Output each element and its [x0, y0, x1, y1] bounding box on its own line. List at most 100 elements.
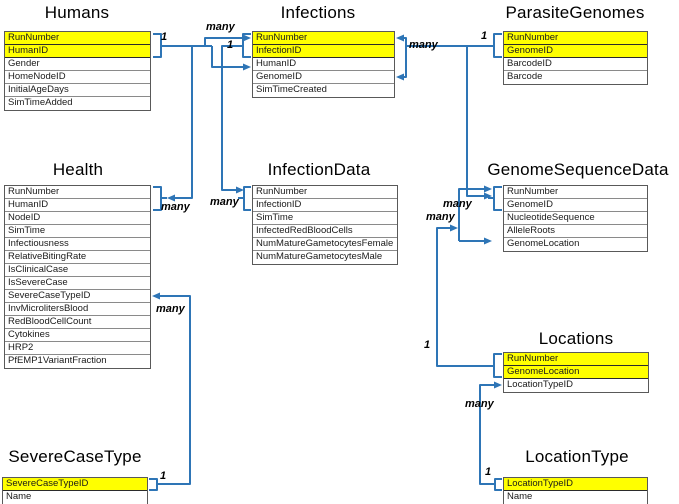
field-row-infection-data: NumMatureGametocytesMale — [253, 251, 397, 264]
field-row-infection-data: NumMatureGametocytesFemale — [253, 238, 397, 251]
field-row-infections: GenomeID — [253, 71, 394, 84]
field-row-health: HRP2 — [5, 342, 150, 355]
key-bracket-locations — [488, 353, 502, 378]
field-row-parasite-genomes: Barcode — [504, 71, 647, 84]
field-row-infection-data: SimTime — [253, 212, 397, 225]
arrowhead — [484, 192, 492, 200]
relation-humans-infections-health — [167, 37, 244, 199]
field-row-infection-data: RunNumber — [253, 186, 397, 199]
field-row-parasite-genomes: BarcodeID — [504, 58, 647, 71]
field-row-health: IsSevereCase — [5, 277, 150, 290]
field-row-infection-data: InfectedRedBloodCells — [253, 225, 397, 238]
table-title-parasite-genomes: ParasiteGenomes — [505, 3, 645, 22]
cardinality-label-infection-data-many: many — [210, 196, 239, 208]
cardinality-label-gsd-many-inner: many — [443, 198, 472, 210]
field-row-health: SevereCaseTypeID — [5, 290, 150, 303]
field-row-health: RedBloodCellCount — [5, 316, 150, 329]
cardinality-label-infections-one: 1 — [227, 39, 234, 51]
cardinality-label-infections-many-top: many — [206, 21, 235, 33]
arrowhead — [243, 63, 251, 71]
field-row-genome-sequence-data: RunNumber — [504, 186, 647, 199]
key-bracket-location-type — [489, 478, 502, 491]
table-title-humans: Humans — [44, 3, 110, 22]
field-row-genome-sequence-data: AlleleRoots — [504, 225, 647, 238]
field-row-locations: RunNumber — [504, 353, 648, 366]
field-row-infection-data: InfectionID — [253, 199, 397, 212]
field-row-humans: HomeNodeID — [5, 71, 150, 84]
arrowhead — [450, 224, 458, 232]
field-row-severe-case-type: Name — [3, 491, 147, 504]
field-row-location-type: LocationTypeID — [504, 478, 647, 491]
field-row-infections: SimTimeCreated — [253, 84, 394, 97]
arrowhead — [152, 292, 160, 300]
cardinality-label-locations-many-bottom: many — [465, 398, 494, 410]
cardinality-label-health-sct-many: many — [156, 303, 185, 315]
field-row-genome-sequence-data: GenomeLocation — [504, 238, 647, 251]
field-row-genome-sequence-data: GenomeID — [504, 199, 647, 212]
field-row-humans: HumanID — [5, 45, 150, 58]
field-row-health: NodeID — [5, 212, 150, 225]
arrowhead — [484, 237, 492, 245]
arrowhead — [396, 34, 404, 42]
cardinality-label-locations-one: 1 — [424, 339, 431, 351]
key-bracket-infection-data — [238, 186, 251, 211]
field-row-health: IsClinicalCase — [5, 264, 150, 277]
field-row-parasite-genomes: RunNumber — [504, 32, 647, 45]
cardinality-label-gsd-many-outer: many — [426, 211, 455, 223]
field-row-location-type: Name — [504, 491, 647, 504]
field-row-health: PfEMP1VariantFraction — [5, 355, 150, 368]
table-title-infection-data: InfectionData — [267, 160, 371, 179]
table-title-location-type: LocationType — [525, 447, 629, 466]
field-row-humans: Gender — [5, 58, 150, 71]
cardinality-label-location-type-one: 1 — [485, 466, 492, 478]
field-row-infections: InfectionID — [253, 45, 394, 58]
arrowhead — [236, 186, 244, 194]
cardinality-label-infections-many-right: many — [409, 39, 438, 51]
cardinality-label-parasite-genomes-one: 1 — [481, 30, 488, 42]
field-row-infections: HumanID — [253, 58, 394, 71]
field-row-humans: RunNumber — [5, 32, 150, 45]
cardinality-label-humans-one: 1 — [161, 31, 168, 43]
relation-parasitegenomes-infections-gsd — [404, 37, 488, 197]
arrowhead — [396, 73, 404, 81]
field-row-health: RelativeBitingRate — [5, 251, 150, 264]
field-row-severe-case-type: SevereCaseTypeID — [3, 478, 147, 491]
arrowhead — [484, 185, 492, 193]
field-row-health: RunNumber — [5, 186, 150, 199]
key-bracket-parasite-genomes — [488, 33, 502, 58]
field-row-locations: GenomeLocation — [504, 366, 648, 379]
table-title-severe-case-type: SevereCaseType — [8, 447, 142, 466]
field-row-health: HumanID — [5, 199, 150, 212]
field-row-parasite-genomes: GenomeID — [504, 45, 647, 58]
field-row-infections: RunNumber — [253, 32, 394, 45]
field-row-humans: SimTimeAdded — [5, 97, 150, 110]
table-title-health: Health — [52, 160, 104, 179]
key-bracket-genome-sequence-data — [488, 186, 502, 211]
arrowhead — [243, 34, 251, 42]
field-row-health: Cytokines — [5, 329, 150, 342]
cardinality-label-health-many: many — [161, 201, 190, 213]
relation-infections-infectiondata — [221, 45, 237, 191]
arrowhead — [494, 381, 502, 389]
field-row-locations: LocationTypeID — [504, 379, 648, 392]
field-row-health: Infectiousness — [5, 238, 150, 251]
cardinality-label-severe-case-type-one: 1 — [160, 470, 167, 482]
field-row-health: InvMicrolitersBlood — [5, 303, 150, 316]
field-row-humans: InitialAgeDays — [5, 84, 150, 97]
key-bracket-infections — [237, 33, 251, 58]
table-title-locations: Locations — [538, 329, 614, 348]
relation-severecasetype-health — [160, 295, 191, 485]
field-row-health: SimTime — [5, 225, 150, 238]
table-title-genome-sequence-data: GenomeSequenceData — [487, 160, 669, 179]
field-row-genome-sequence-data: NucleotideSequence — [504, 212, 647, 225]
